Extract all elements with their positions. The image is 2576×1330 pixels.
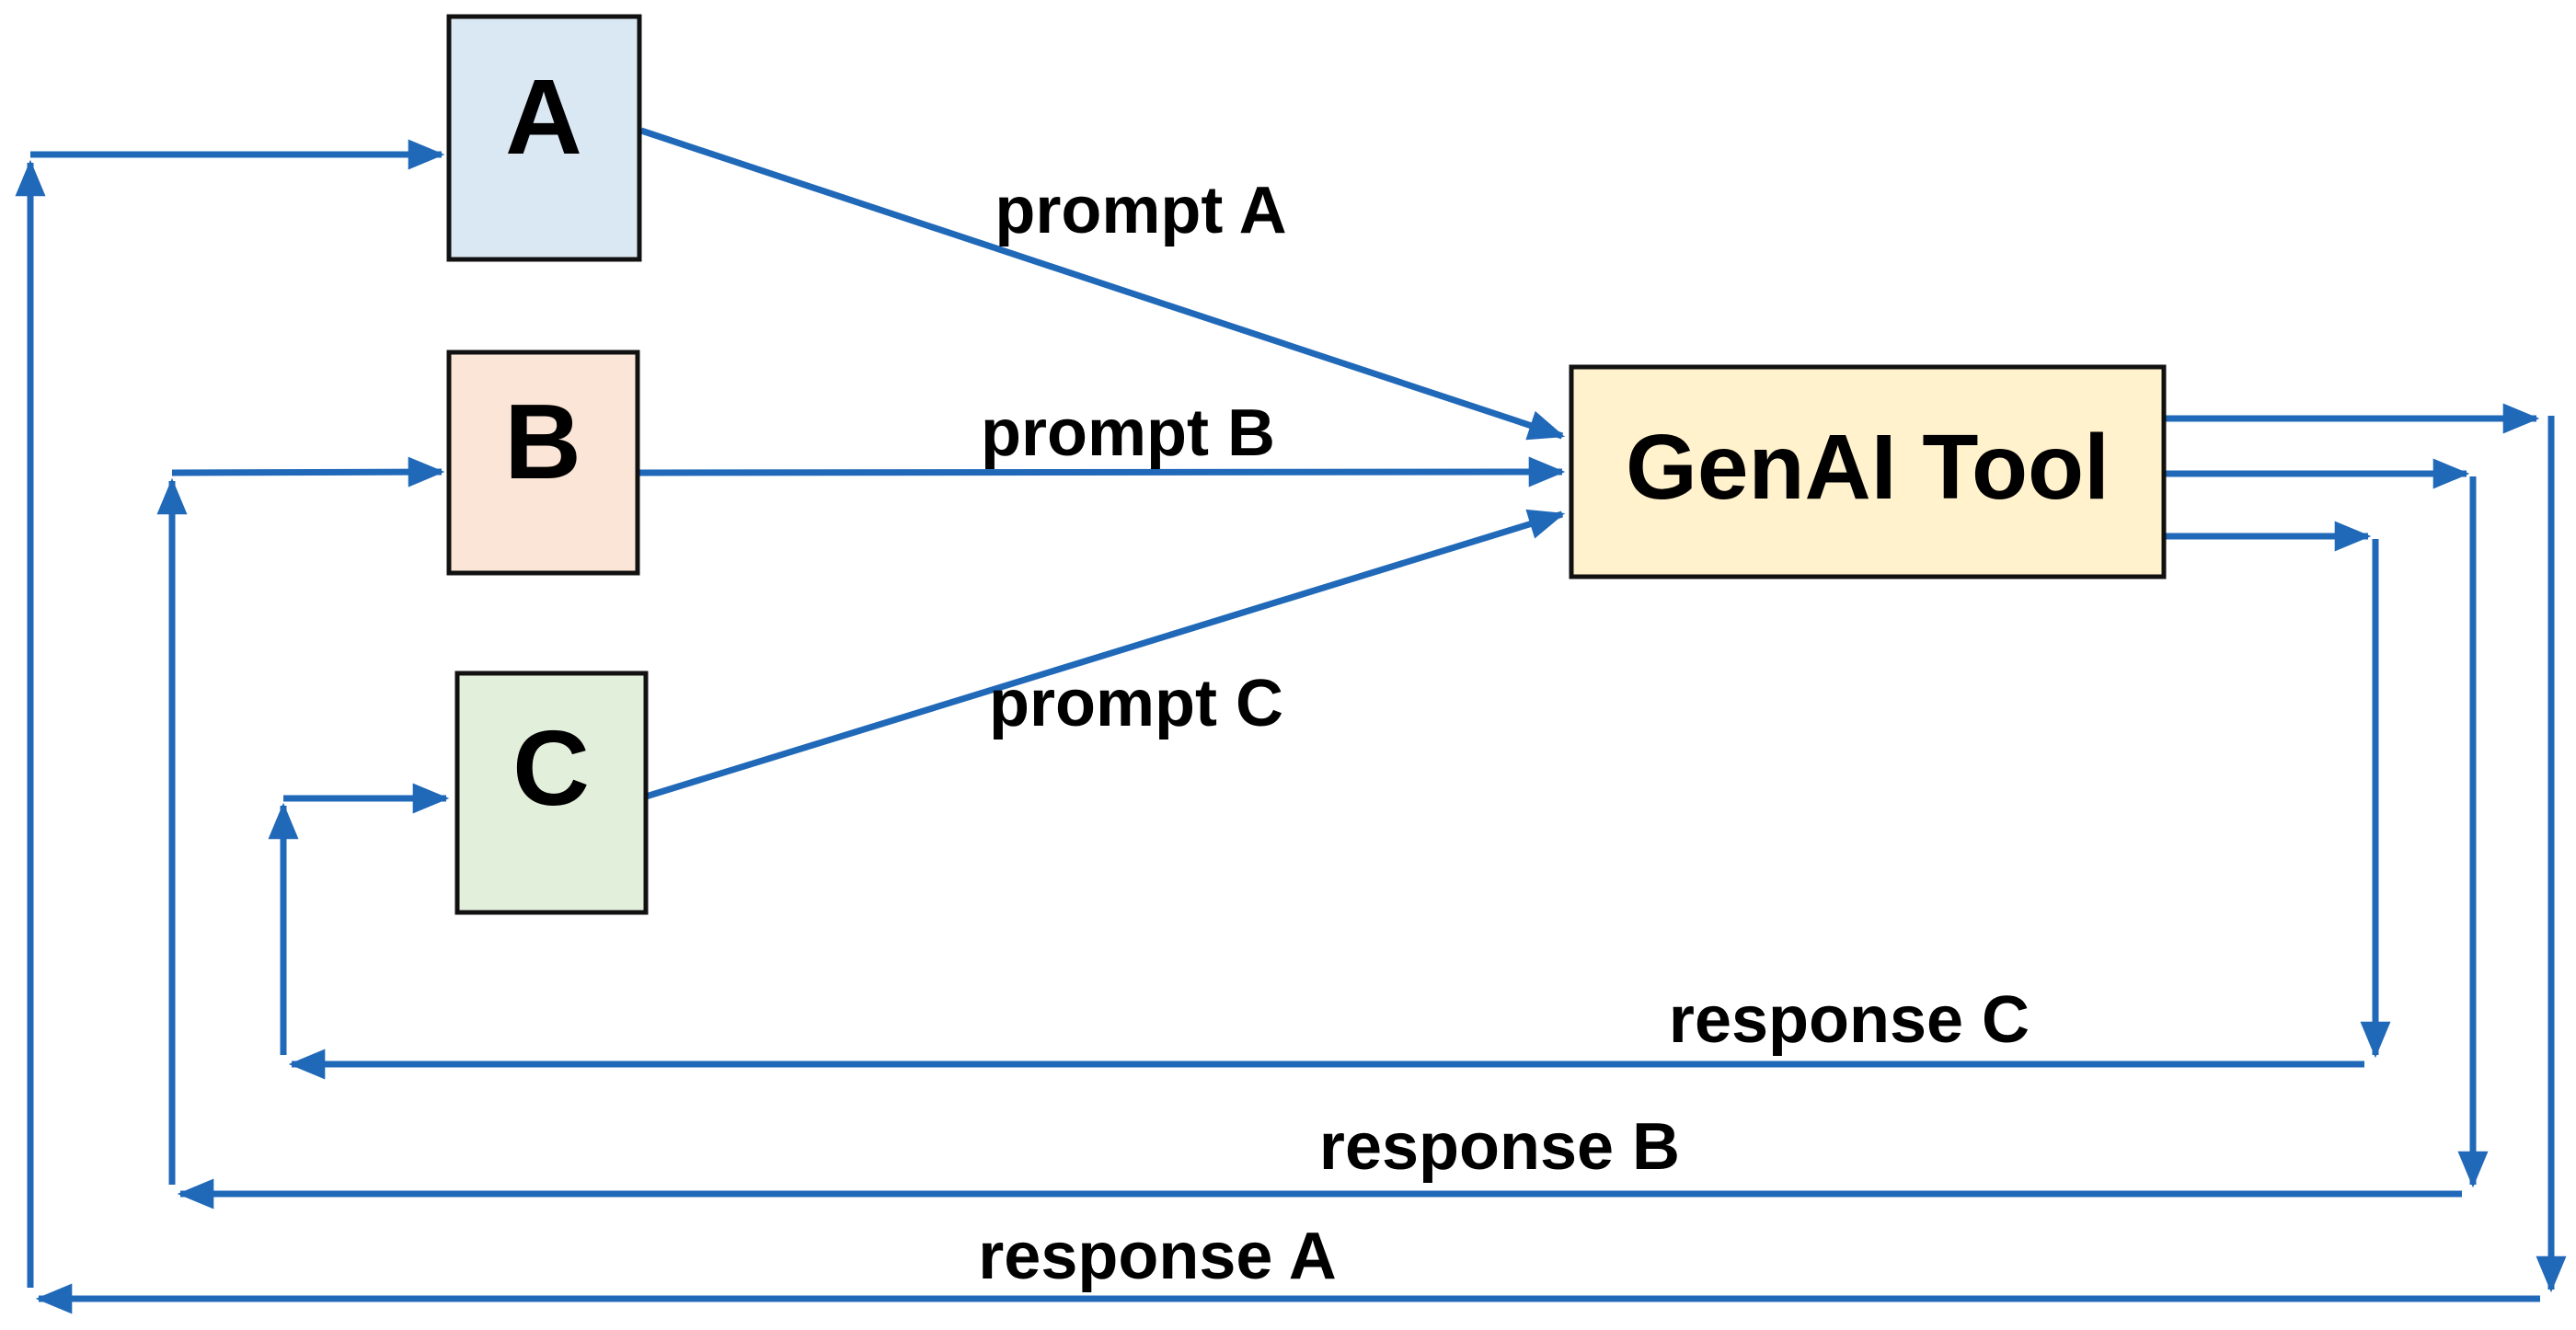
response-b-segment-into-b [171, 456, 445, 487]
prompt-c-label: prompt C [989, 667, 1283, 740]
prompt-a-label: prompt A [995, 174, 1286, 247]
node-c-box [454, 671, 649, 915]
node-genai-box [1569, 364, 2167, 579]
prompt-a-arrow [639, 127, 1566, 441]
node-genai-label: GenAI Tool [1626, 416, 2110, 519]
prompt-c-arrow [644, 509, 1566, 800]
response-b-label: response B [1319, 1110, 1680, 1184]
node-a-box [446, 14, 642, 262]
node-c-label: C [512, 708, 590, 828]
response-a-label: response A [978, 1220, 1336, 1293]
node-b-label: B [504, 382, 581, 501]
response-c-label: response C [1669, 983, 2030, 1057]
prompt-b-label: prompt B [981, 396, 1275, 470]
node-b-box [446, 350, 640, 576]
node-a-label: A [505, 57, 582, 177]
prompt-b-arrow [637, 456, 1566, 487]
